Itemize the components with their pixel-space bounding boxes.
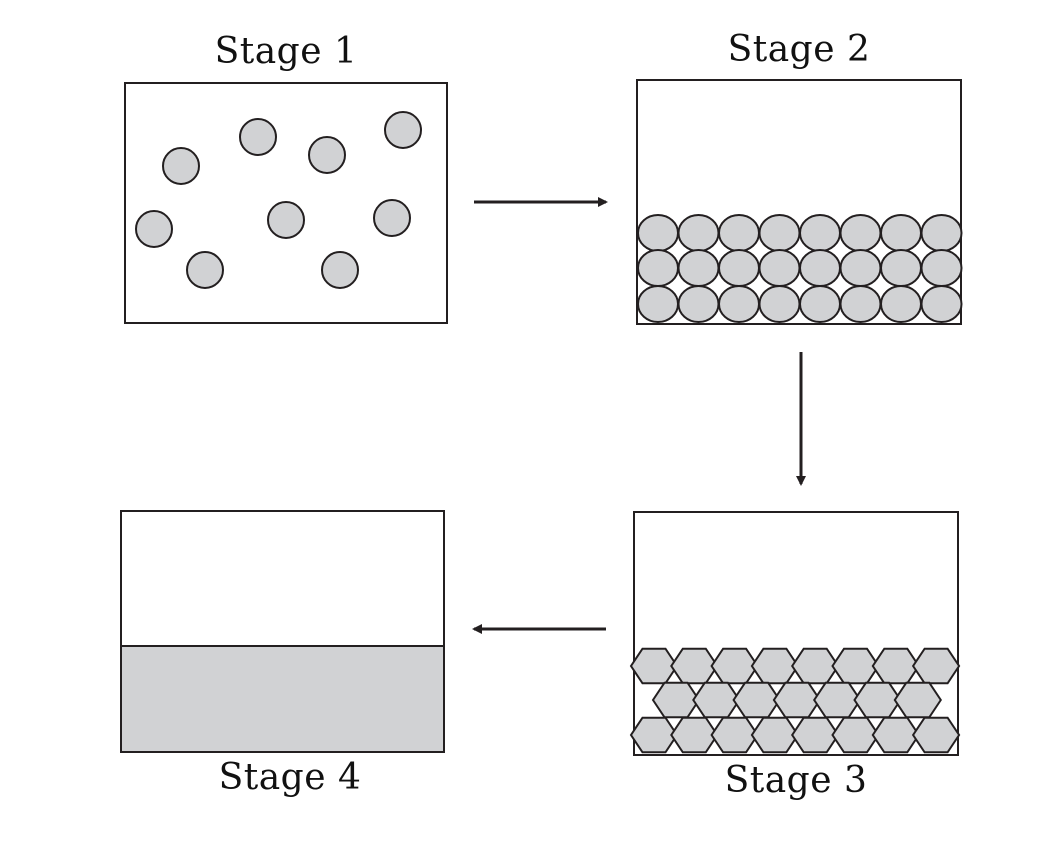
stage-1-particles	[135, 111, 422, 289]
packed-particle	[799, 249, 841, 287]
hex-cell	[750, 716, 800, 754]
packed-particle	[758, 214, 801, 252]
packed-particle	[677, 285, 720, 323]
gas-particle	[186, 251, 224, 289]
packed-particle	[758, 249, 801, 287]
stage-2-label: Stage 2	[727, 29, 871, 70]
hex-cell	[893, 681, 943, 719]
stage-3-panel	[629, 511, 961, 756]
packed-particle	[758, 285, 801, 323]
packed-particle	[637, 249, 679, 287]
stage-3-cells	[629, 647, 961, 754]
hex-cell	[911, 716, 961, 754]
gas-particle	[384, 111, 422, 149]
gas-particle	[308, 136, 346, 174]
gas-particle	[267, 201, 305, 239]
packed-particle	[677, 214, 720, 252]
hex-cell	[911, 647, 961, 685]
gas-particle	[239, 118, 277, 156]
packed-particle	[799, 214, 841, 252]
packed-particle	[920, 285, 963, 323]
packed-particle	[880, 249, 922, 287]
packed-particle	[637, 214, 679, 252]
gas-particle	[373, 199, 411, 237]
packed-particle	[637, 285, 679, 323]
stage-3-label: Stage 3	[724, 760, 868, 801]
packed-particle	[839, 214, 882, 252]
packed-particle	[839, 285, 882, 323]
packed-particle	[799, 285, 841, 323]
packed-particle	[920, 249, 963, 287]
hex-cell	[670, 716, 719, 754]
packed-particle	[880, 285, 922, 323]
stage-2-box	[636, 79, 962, 325]
packed-particle	[718, 249, 760, 287]
stage-2-particles	[637, 214, 963, 323]
packed-particle	[718, 285, 760, 323]
hex-cell	[710, 716, 759, 754]
gas-particle	[321, 251, 359, 289]
stage-2-panel	[636, 79, 963, 325]
hex-cell	[871, 716, 921, 754]
packed-particle	[718, 214, 760, 252]
packed-particle	[677, 249, 720, 287]
packed-particle	[839, 249, 882, 287]
stage-4-panel	[120, 510, 445, 753]
gas-particle	[135, 210, 173, 248]
packed-particle	[880, 214, 922, 252]
packed-particle	[920, 214, 963, 252]
hex-cell	[629, 716, 679, 754]
stage-1-label: Stage 1	[214, 31, 358, 72]
hex-cell	[790, 716, 840, 754]
stage-4-label: Stage 4	[218, 757, 362, 798]
hex-cell	[831, 716, 880, 754]
stage-1-panel	[124, 82, 448, 324]
gas-particle	[162, 147, 200, 185]
stage-4-layer	[120, 645, 445, 753]
